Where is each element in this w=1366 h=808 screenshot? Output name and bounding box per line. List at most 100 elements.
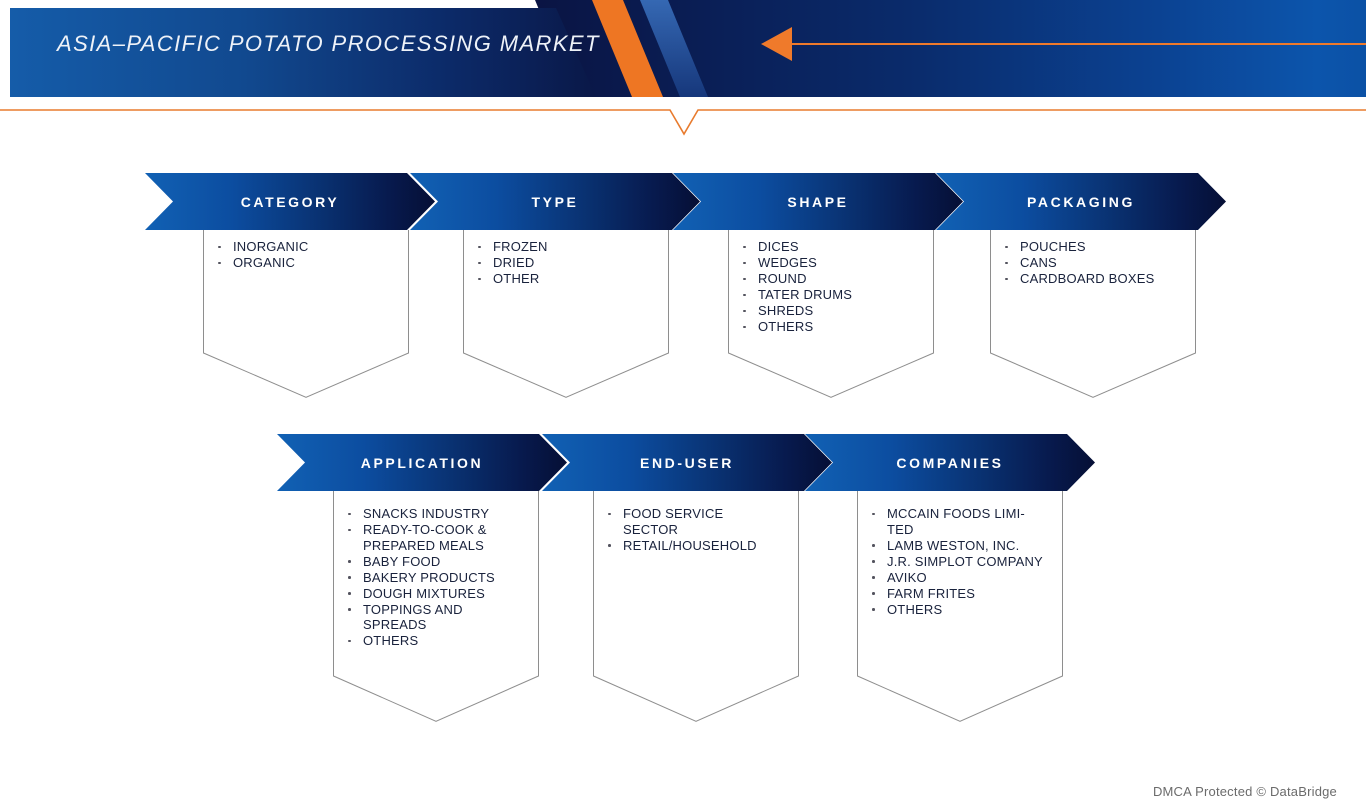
- list-item: ORGANIC: [217, 255, 403, 271]
- bullet-icon: [872, 544, 875, 547]
- bullet-icon: [218, 245, 221, 248]
- bullet-icon: [1005, 277, 1008, 280]
- panel-outline: [990, 230, 1196, 398]
- banner-blue-stripe: [640, 0, 708, 97]
- panel-outline: [333, 491, 539, 722]
- panel-outline: [857, 491, 1063, 722]
- list-item: POUCHES: [1004, 239, 1190, 255]
- banner-graphic: [10, 0, 1366, 97]
- list-item: FOOD SERVICE SECTOR: [607, 506, 793, 537]
- bullet-icon: [478, 245, 481, 248]
- arrow-packaging: PACKAGING: [936, 173, 1226, 230]
- bullet-icon: [348, 608, 351, 611]
- list-item: TOPPINGS AND SPREADS: [347, 602, 533, 633]
- arrow-type: TYPE: [410, 173, 700, 230]
- bullet-icon: [218, 261, 221, 264]
- list-item: OTHERS: [742, 319, 928, 335]
- panel-outline: [593, 491, 799, 722]
- bullet-icon: [872, 592, 875, 595]
- bullet-icon: [348, 592, 351, 595]
- arrow-category-label: CATEGORY: [240, 193, 340, 210]
- list-item: CANS: [1004, 255, 1190, 271]
- arrow-application-label: APPLICATION: [360, 454, 484, 471]
- list-item: LAMB WESTON, INC.: [871, 538, 1057, 554]
- list-item: WEDGES: [742, 255, 928, 271]
- panel-outline: [203, 230, 409, 398]
- list-item: FROZEN: [477, 239, 663, 255]
- bullet-icon: [743, 261, 746, 264]
- arrow-type-label: TYPE: [531, 193, 579, 210]
- panel-outline: [728, 230, 934, 398]
- bullet-icon: [872, 608, 875, 611]
- separator-line: [0, 104, 1366, 138]
- arrow-end-user-label: END-USER: [640, 454, 734, 471]
- bullet-icon: [478, 277, 481, 280]
- list-item: SHREDS: [742, 303, 928, 319]
- banner-right-block: [535, 0, 1366, 97]
- arrow-companies: COMPANIES: [805, 434, 1095, 491]
- arrow-end-user: END-USER: [542, 434, 832, 491]
- list-item: OTHERS: [347, 633, 533, 649]
- bullet-icon: [743, 245, 746, 248]
- list-item: READY-TO-COOK & PREPARED MEALS: [347, 522, 533, 553]
- list-item: ROUND: [742, 271, 928, 287]
- arrow-packaging-label: PACKAGING: [1027, 193, 1135, 210]
- bullet-icon: [743, 277, 746, 280]
- list-item: AVIKO: [871, 570, 1057, 586]
- arrow-category: CATEGORY: [145, 173, 435, 230]
- bullet-icon: [872, 560, 875, 563]
- list-item: BABY FOOD: [347, 554, 533, 570]
- list-item: OTHERS: [871, 602, 1057, 618]
- list-item: OTHER: [477, 271, 663, 287]
- bullet-icon: [743, 309, 746, 312]
- bullet-icon: [348, 528, 351, 531]
- arrow-shape: SHAPE: [673, 173, 963, 230]
- bullet-icon: [1005, 261, 1008, 264]
- list-item: DICES: [742, 239, 928, 255]
- panel-outline: [463, 230, 669, 398]
- back-arrow-icon: [761, 27, 792, 61]
- bullet-icon: [743, 325, 746, 328]
- list-item: CARDBOARD BOXES: [1004, 271, 1190, 287]
- dmca-footer-text: DMCA Protected © DataBridge: [1152, 784, 1337, 799]
- bullet-icon: [348, 512, 351, 515]
- list-item: J.R. SIMPLOT COMPANY: [871, 554, 1057, 570]
- banner-orange-stripe: [592, 0, 663, 97]
- arrow-application: APPLICATION: [277, 434, 567, 491]
- separator-notch-line: [0, 109, 1366, 136]
- bullet-icon: [608, 512, 611, 515]
- list-item: DOUGH MIXTURES: [347, 586, 533, 602]
- bullet-icon: [743, 293, 746, 296]
- bullet-icon: [348, 576, 351, 579]
- list-item: SNACKS INDUSTRY: [347, 506, 533, 522]
- bullet-icon: [872, 512, 875, 515]
- list-item: BAKERY PRODUCTS: [347, 570, 533, 586]
- banner-left-block: [10, 8, 596, 97]
- list-item: INORGANIC: [217, 239, 403, 255]
- bullet-icon: [348, 560, 351, 563]
- bullet-icon: [608, 544, 611, 547]
- list-item: FARM FRITES: [871, 586, 1057, 602]
- list-item: DRIED: [477, 255, 663, 271]
- bullet-icon: [348, 639, 351, 642]
- header-banner: ASIA–PACIFIC POTATO PROCESSING MARKET: [0, 0, 1366, 97]
- bullet-icon: [872, 576, 875, 579]
- list-item: RETAIL/HOUSEHOLD: [607, 538, 793, 554]
- bullet-icon: [1005, 245, 1008, 248]
- list-item: MCCAIN FOODS LIMI- TED: [871, 506, 1057, 537]
